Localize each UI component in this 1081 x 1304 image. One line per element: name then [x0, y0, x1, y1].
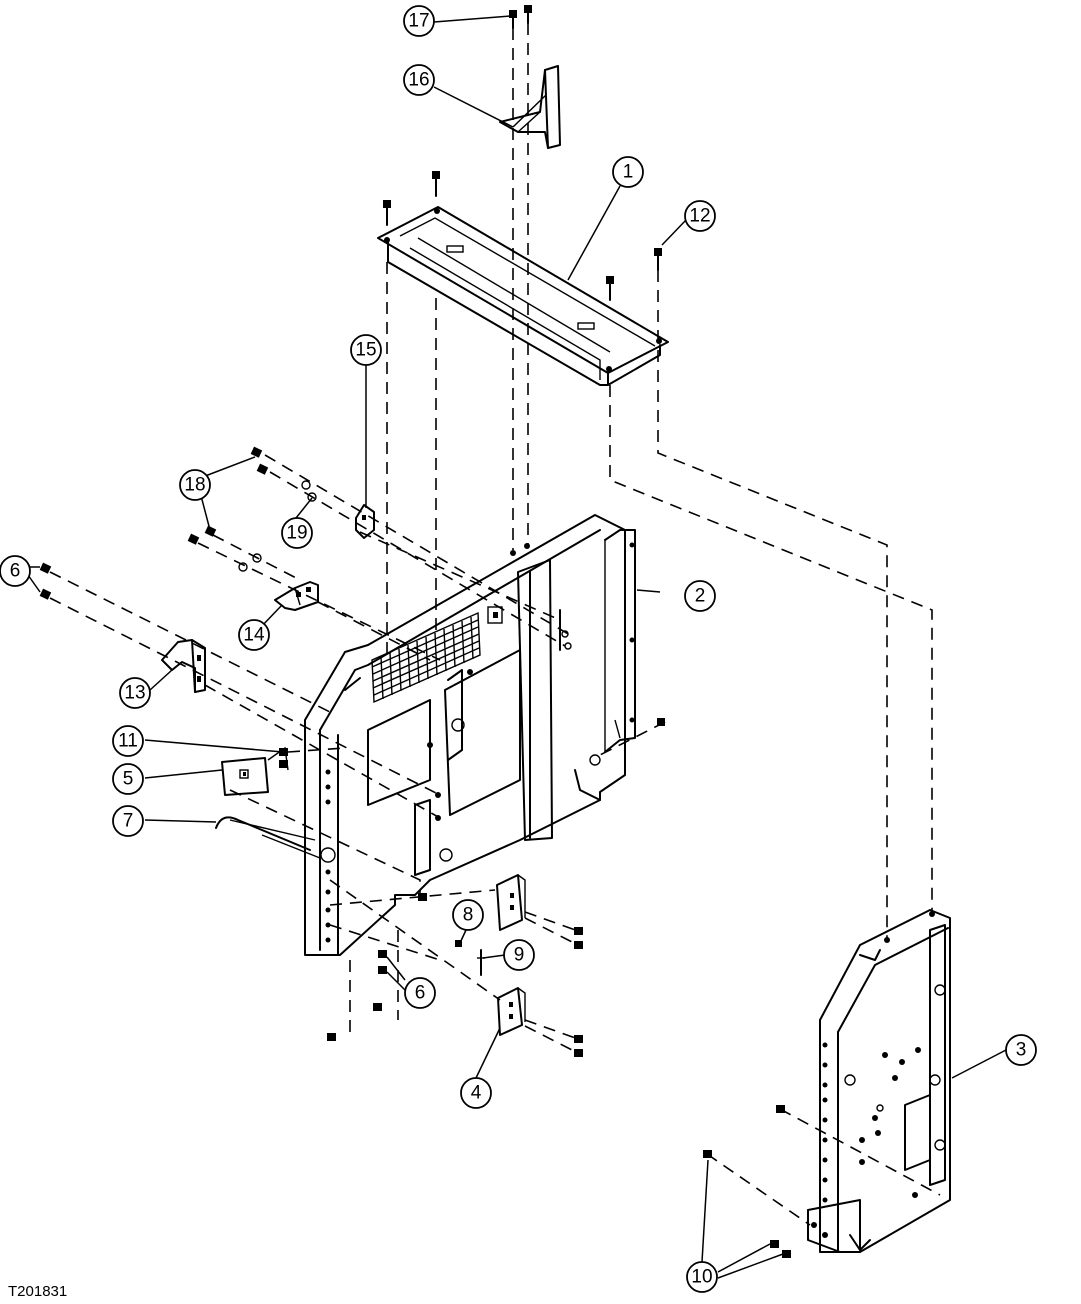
callout-label: 15 [355, 340, 376, 361]
callout-label: 19 [286, 523, 307, 544]
callout-label: 18 [184, 475, 205, 496]
callout-6-bottom: 6 [404, 977, 436, 1009]
callout-4: 4 [460, 1077, 492, 1109]
callout-10: 10 [686, 1261, 718, 1293]
callout-label: 10 [691, 1267, 712, 1288]
part-12-screws [383, 171, 662, 301]
part-4-plates [496, 874, 526, 1036]
callout-label: 3 [1016, 1040, 1027, 1061]
callout-label: 16 [408, 70, 429, 91]
callout-18: 18 [179, 469, 211, 501]
callout-label: 9 [514, 945, 525, 966]
part-2-main-panel [304, 514, 636, 956]
callout-17: 17 [403, 5, 435, 37]
callout-label: 6 [415, 983, 426, 1004]
callout-label: 17 [408, 11, 429, 32]
callout-label: 14 [243, 625, 265, 646]
part-5-plate [221, 746, 289, 796]
callout-16: 16 [403, 64, 435, 96]
figure-id: T201831 [8, 1283, 67, 1300]
callout-11: 11 [112, 725, 144, 757]
callout-label: 11 [118, 731, 138, 752]
callout-label: 5 [123, 769, 134, 790]
callout-label: 7 [123, 811, 134, 832]
callout-2: 2 [684, 580, 716, 612]
callout-19: 19 [281, 517, 313, 549]
callout-label: 6 [10, 561, 21, 582]
part-7-wire-pin [215, 816, 321, 859]
part-13-bracket [161, 639, 206, 693]
callout-1: 1 [612, 156, 644, 188]
callout-9: 9 [503, 939, 535, 971]
callout-6-left: 6 [0, 555, 31, 587]
callout-label: 13 [124, 683, 145, 704]
callout-12: 12 [684, 200, 716, 232]
callout-8: 8 [452, 899, 484, 931]
part-3-side-frame [807, 909, 951, 1253]
part-8-9-pins [455, 940, 485, 976]
part-15-bracket [355, 504, 375, 539]
assembly-lines [49, 23, 941, 1226]
callout-7: 7 [112, 805, 144, 837]
callout-5: 5 [112, 763, 144, 795]
callout-label: 8 [463, 905, 474, 926]
callout-label: 1 [623, 162, 634, 183]
part-17-screws [509, 5, 532, 29]
callout-label: 12 [689, 206, 710, 227]
callout-14: 14 [238, 619, 270, 651]
callout-13: 13 [119, 677, 151, 709]
callout-3: 3 [1005, 1034, 1037, 1066]
part-1-top-channel [377, 206, 669, 386]
leader-lines [27, 15, 1007, 1279]
callout-label: 2 [695, 586, 706, 607]
callout-15: 15 [350, 334, 382, 366]
callout-label: 4 [471, 1083, 482, 1104]
part-16-bracket [499, 65, 561, 149]
